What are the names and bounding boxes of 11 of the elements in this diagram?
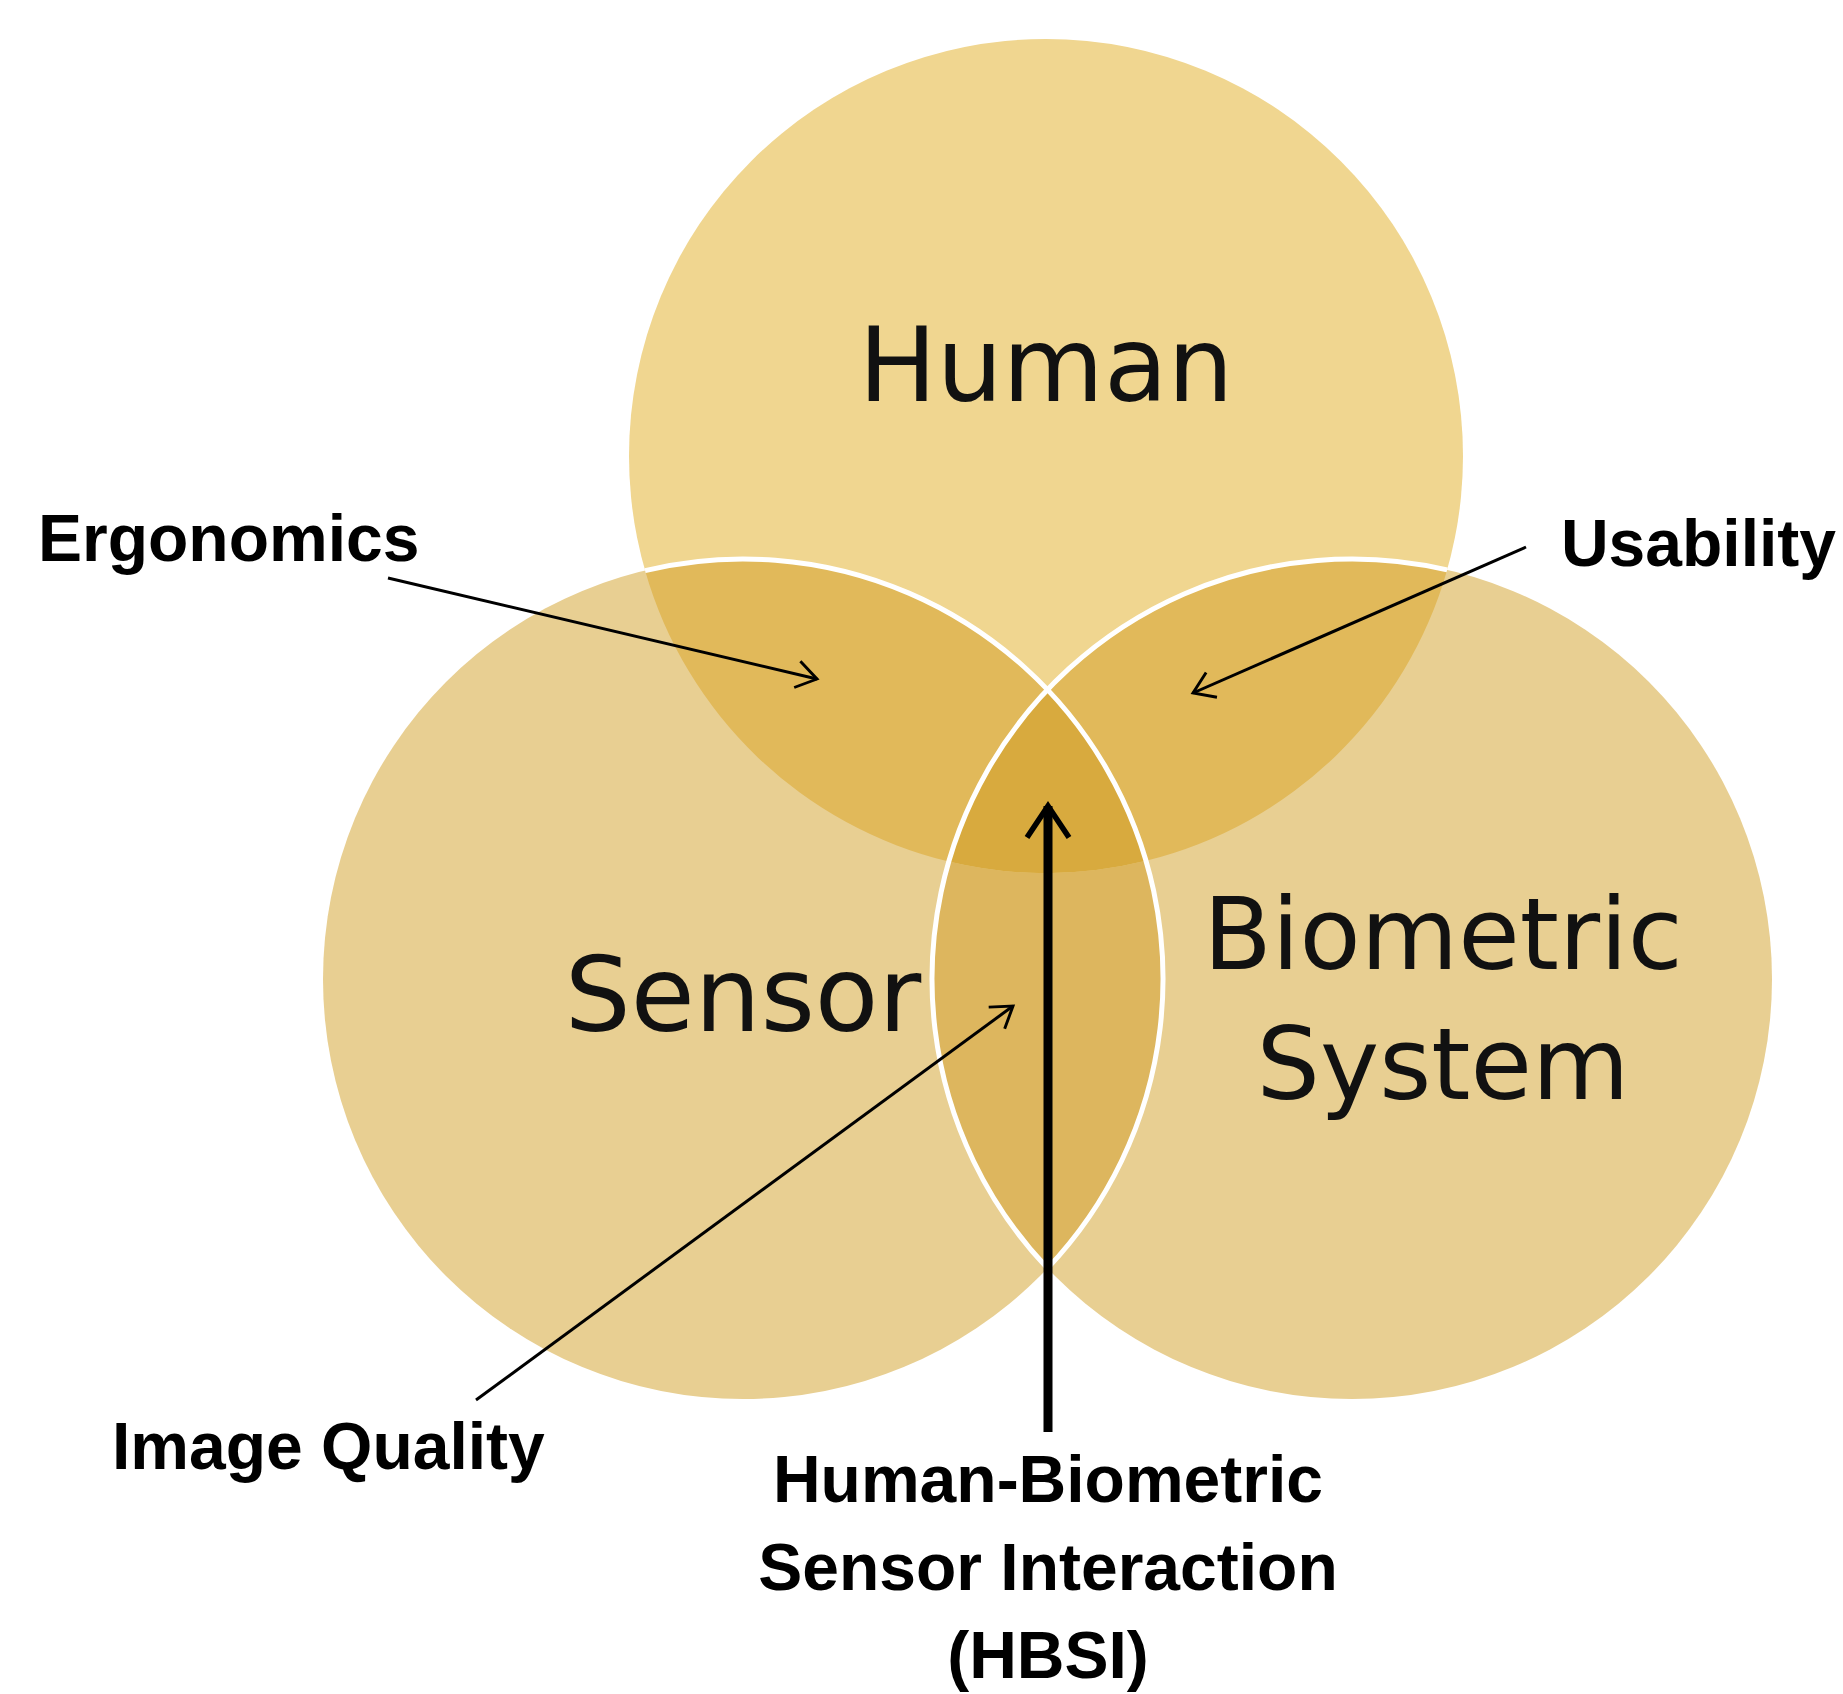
annotation-label: Image Quality [112, 1402, 632, 1490]
circle-label: Biometric System [1202, 875, 1684, 1125]
leader-arrow [1024, 803, 1072, 1432]
annotation-label: Usability [1528, 499, 1836, 587]
circle-label: Sensor [563, 933, 923, 1058]
leader-arrow [1191, 545, 1527, 699]
annotation-label: Human-Biometric Sensor Interaction (HBSI) [668, 1435, 1428, 1694]
annotation-label: Ergonomics [38, 494, 498, 582]
leader-arrow [387, 576, 819, 689]
leader-arrow [475, 1004, 1015, 1402]
circle-label: Human [857, 303, 1235, 428]
